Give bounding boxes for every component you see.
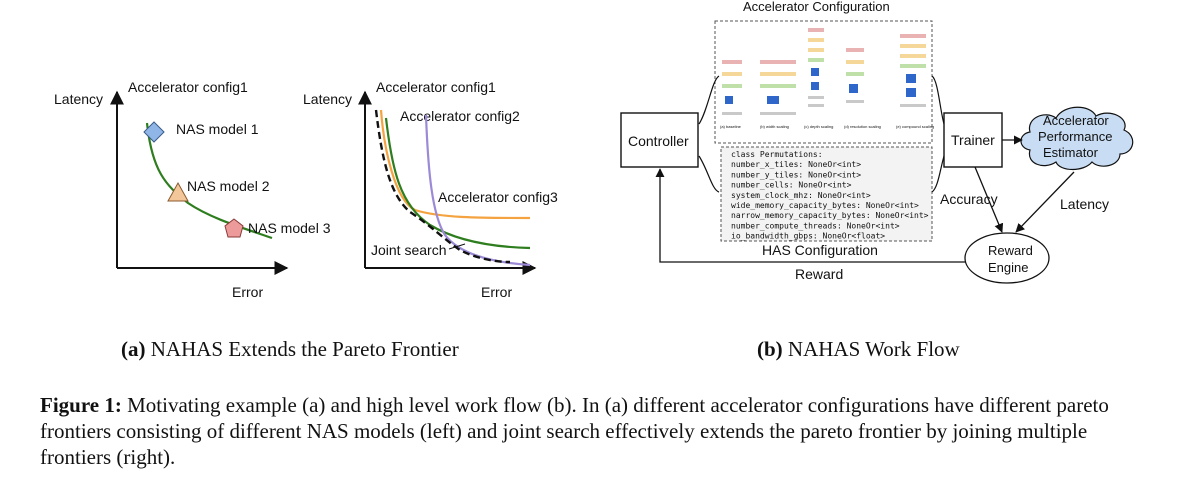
trainer-box <box>943 112 1003 168</box>
reward-engine-ellipse <box>964 232 1050 284</box>
resolution-network <box>846 48 864 103</box>
scaling-label-baseline: (a) baseline <box>720 124 742 129</box>
nas-model-1-diamond <box>143 121 165 143</box>
right-x-label: Error <box>481 284 512 300</box>
left-x-label: Error <box>232 284 263 300</box>
accelerator-config-title: Accelerator Configuration <box>743 0 890 14</box>
workflow-diagram: Accelerator Configuration <box>620 0 1134 284</box>
estimator-line-3: Estimator <box>1043 145 1099 160</box>
code-box <box>720 146 933 242</box>
scaling-label-resolution: (d) resolution scaling <box>844 124 881 129</box>
reward-engine-line-1: Reward <box>988 243 1033 258</box>
scaling-illustration: (a) baseline (b) width scaling (c) depth… <box>720 28 934 129</box>
config1-curve <box>384 117 531 250</box>
right-y-label: Latency <box>303 91 352 107</box>
config2-label: Accelerator config2 <box>400 108 520 124</box>
reward-label: Reward <box>795 266 843 282</box>
code-line: io_bandwidth_gbps: NoneOr<float> <box>731 232 885 241</box>
subcaption-a: (a) NAHAS Extends the Pareto Frontier <box>121 337 459 362</box>
width-network <box>760 60 796 115</box>
controller-to-accel-connector <box>698 75 720 125</box>
controller-label: Controller <box>628 133 689 149</box>
figure-caption-text: Motivating example (a) and high level wo… <box>40 393 1109 469</box>
nas-model-3-label: NAS model 3 <box>248 220 331 236</box>
code-line: narrow_memory_capacity_bytes: NoneOr<int… <box>731 211 929 220</box>
scaling-label-depth: (c) depth scaling <box>804 124 833 129</box>
subcaption-a-text: NAHAS Extends the Pareto Frontier <box>145 337 459 361</box>
config2-curve <box>424 114 531 267</box>
code-to-trainer-connector <box>931 155 945 193</box>
code-line: number_cells: NoneOr<int> <box>731 181 852 190</box>
figure-caption: Figure 1: Motivating example (a) and hig… <box>40 392 1160 470</box>
left-frontier-curve <box>145 122 273 240</box>
latency-label: Latency <box>1060 196 1109 212</box>
plot-right: Latency Accelerator config1 Accelerator … <box>303 79 558 300</box>
compound-network <box>900 34 926 107</box>
scaling-label-width: (b) width scaling <box>760 124 789 129</box>
accuracy-arrow <box>974 166 1004 233</box>
config3-label: Accelerator config3 <box>438 189 558 205</box>
left-y-label: Latency <box>54 91 103 107</box>
controller-box <box>620 112 699 168</box>
estimator-line-2: Performance <box>1038 129 1112 144</box>
nas-model-2-triangle <box>167 181 189 202</box>
joint-search-pointer <box>448 243 466 250</box>
controller-to-code-connector <box>698 155 720 193</box>
code-line: number_compute_threads: NoneOr<int> <box>731 221 900 230</box>
code-line: system_clock_mhz: NoneOr<int> <box>731 191 871 200</box>
joint-search-label: Joint search <box>371 242 446 258</box>
reward-engine-line-2: Engine <box>988 260 1028 275</box>
estimator-cloud <box>1020 106 1134 171</box>
left-title: Accelerator config1 <box>128 79 248 95</box>
code-line: wide_memory_capacity_bytes: NoneOr<int> <box>731 201 919 210</box>
figure-graphics: Accelerator config1 Latency NAS model 1 … <box>54 0 1134 300</box>
has-config-label: HAS Configuration <box>762 242 878 258</box>
subcaption-b: (b) NAHAS Work Flow <box>757 337 960 362</box>
subcaption-a-label: (a) <box>121 337 146 361</box>
nas-model-1-label: NAS model 1 <box>176 121 259 137</box>
code-listing: class Permutations: number_x_tiles: None… <box>731 150 929 241</box>
code-line: number_y_tiles: NoneOr<int> <box>731 170 861 179</box>
nas-model-2-label: NAS model 2 <box>187 178 270 194</box>
subcaption-b-text: NAHAS Work Flow <box>782 337 960 361</box>
trainer-label: Trainer <box>951 132 995 148</box>
accuracy-label: Accuracy <box>940 191 998 207</box>
subcaption-b-label: (b) <box>757 337 783 361</box>
code-line: class Permutations: <box>731 150 823 159</box>
config1-label: Accelerator config1 <box>376 79 496 95</box>
reward-feedback-arrow <box>655 168 965 263</box>
code-line: number_x_tiles: NoneOr<int> <box>731 160 861 169</box>
estimator-line-1: Accelerator <box>1043 113 1109 128</box>
plot-left: Accelerator config1 Latency NAS model 1 … <box>54 79 331 300</box>
figure-caption-label: Figure 1: <box>40 393 122 417</box>
accel-to-trainer-connector <box>931 75 945 125</box>
latency-arrow <box>1015 171 1075 233</box>
depth-network <box>808 28 824 107</box>
baseline-network <box>722 60 742 115</box>
scaling-label-compound: (e) compound scaling <box>896 124 934 129</box>
nas-model-3-pentagon <box>224 218 244 238</box>
